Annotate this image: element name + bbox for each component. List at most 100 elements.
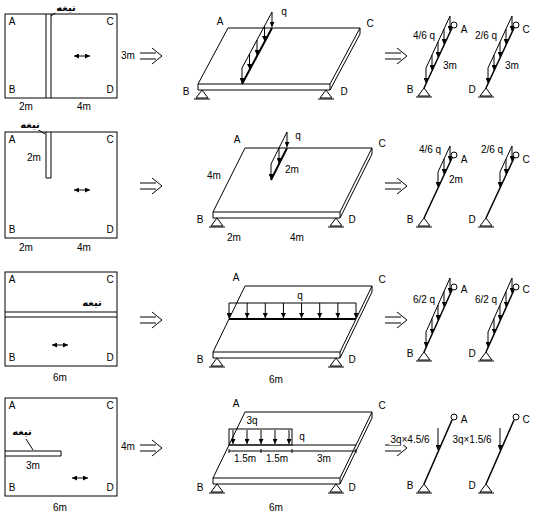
implies-arrow bbox=[385, 317, 401, 318]
load-arrow bbox=[287, 132, 288, 147]
diagram-label: B bbox=[406, 85, 415, 95]
beam-line bbox=[424, 420, 452, 484]
pin-support bbox=[418, 352, 430, 360]
diagram-label: C bbox=[105, 17, 114, 27]
diagram-label: 4m bbox=[76, 102, 92, 112]
load-arrow bbox=[426, 68, 427, 83]
ground-line bbox=[416, 493, 432, 494]
diagram-label: 4m bbox=[289, 233, 305, 243]
diagram-label: C bbox=[105, 135, 114, 145]
diagram-label: 6m bbox=[268, 503, 284, 513]
drawing bbox=[5, 11, 519, 496]
load-arrow bbox=[444, 292, 445, 307]
load-arrow bbox=[450, 146, 451, 161]
roller-support bbox=[513, 414, 519, 420]
slab-edge bbox=[330, 34, 360, 90]
load-arrow bbox=[301, 303, 302, 318]
load-arrow bbox=[512, 16, 513, 31]
pin-support bbox=[320, 90, 332, 98]
ground-line bbox=[194, 99, 210, 100]
ground-line bbox=[328, 493, 344, 494]
diagram-label: 6/2 q bbox=[412, 295, 436, 305]
pin-support bbox=[330, 484, 342, 492]
load-arrow bbox=[438, 428, 439, 450]
pin-support bbox=[480, 352, 492, 360]
load-arrow bbox=[426, 332, 427, 347]
diagram-label: A bbox=[232, 399, 241, 409]
implies-arrow bbox=[140, 445, 156, 446]
load-arrow bbox=[488, 332, 489, 347]
diagram-label: B bbox=[8, 85, 17, 95]
ground-line bbox=[328, 367, 344, 368]
implies-arrow bbox=[152, 178, 162, 194]
ground-line bbox=[478, 227, 494, 228]
diagram-label: 4m bbox=[206, 171, 222, 181]
slab-edge bbox=[340, 292, 372, 358]
load-arrow bbox=[500, 172, 501, 187]
ground-line bbox=[416, 97, 432, 98]
leader-line bbox=[26, 439, 33, 450]
ground-line bbox=[209, 367, 225, 368]
pin-support bbox=[211, 484, 223, 492]
partition-line bbox=[229, 318, 356, 320]
diagram-label: D bbox=[467, 349, 476, 359]
load-arrow bbox=[233, 430, 234, 444]
diagram-label: 2m bbox=[26, 153, 42, 163]
diagram-label: C bbox=[105, 275, 114, 285]
load-arrow bbox=[488, 68, 489, 83]
slab-plan bbox=[5, 272, 117, 366]
ground-line bbox=[478, 493, 494, 494]
diagram-label: D bbox=[105, 85, 114, 95]
ground-line bbox=[416, 361, 432, 362]
pin-support bbox=[480, 484, 492, 492]
partition-wall bbox=[46, 132, 47, 178]
diagram-label: 4/6 q bbox=[418, 145, 442, 155]
diagram-label: C bbox=[365, 19, 374, 29]
load-arrow bbox=[438, 305, 439, 320]
load-line bbox=[229, 303, 356, 304]
diagram-label: A bbox=[233, 135, 242, 145]
partition-wall bbox=[5, 451, 61, 452]
pin-support bbox=[330, 218, 342, 226]
beam-line bbox=[486, 420, 514, 484]
diagram-label: q bbox=[298, 432, 306, 442]
load-arrow bbox=[450, 16, 451, 31]
diagram-label: D bbox=[467, 215, 476, 225]
diagram-label: 3m bbox=[25, 461, 41, 471]
partition-line bbox=[242, 28, 272, 84]
load-arrow bbox=[494, 319, 495, 334]
diagram-label: 4m bbox=[120, 442, 136, 452]
diagram-label: C bbox=[521, 415, 530, 425]
dimension-line bbox=[229, 451, 356, 452]
slab-plan bbox=[5, 398, 117, 496]
diagram-label: A bbox=[460, 285, 469, 295]
slab-edge bbox=[213, 478, 214, 484]
diagram-label: C bbox=[521, 285, 530, 295]
diagram-label: B bbox=[8, 353, 17, 363]
load-arrow bbox=[242, 68, 243, 83]
partition-wall bbox=[5, 317, 117, 318]
implies-arrow bbox=[385, 183, 401, 184]
load-arrow bbox=[506, 292, 507, 307]
load-arrow bbox=[444, 159, 445, 174]
load-arrow bbox=[438, 42, 439, 57]
diagram-label: تیغه bbox=[19, 120, 41, 130]
partition-line bbox=[271, 148, 287, 180]
load-block bbox=[229, 429, 292, 445]
beam-line bbox=[424, 158, 452, 218]
load-arrow bbox=[500, 305, 501, 320]
diagram-label: A bbox=[216, 17, 225, 27]
diagram-label: 2m bbox=[448, 175, 464, 185]
implies-arrow bbox=[385, 323, 401, 324]
diagram-label: 2m bbox=[226, 233, 242, 243]
diagram-label: D bbox=[105, 353, 114, 363]
diagram-label: D bbox=[467, 481, 476, 491]
implies-arrow bbox=[140, 53, 156, 54]
pin-support bbox=[418, 218, 430, 226]
partition-wall bbox=[51, 132, 52, 178]
load-arrow bbox=[249, 54, 250, 69]
load-arrow bbox=[500, 42, 501, 57]
pin-support bbox=[211, 358, 223, 366]
beam-line bbox=[486, 158, 514, 218]
